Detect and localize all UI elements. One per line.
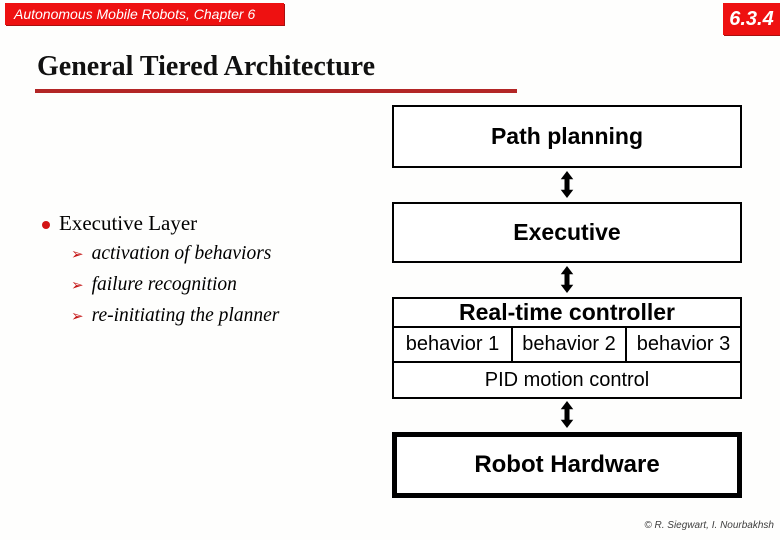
behavior-cell: behavior 1 [405, 333, 500, 355]
arrowhead-bullet-icon: ➢ [71, 245, 84, 263]
bullet-heading-text: Executive Layer [59, 211, 198, 235]
sub-bullet-activation: ➢ activation of behaviors [71, 243, 271, 265]
arrowhead-bullet-icon: ➢ [71, 307, 84, 325]
section-number-text: 6.3.4 [729, 8, 774, 30]
chapter-banner-text: Autonomous Mobile Robots, Chapter 6 [14, 6, 256, 22]
behavior-cell: behavior 2 [511, 328, 625, 361]
section-number-badge: 6.3.4 [723, 3, 780, 35]
sub-bullet-reinitiating: ➢ re-initiating the planner [71, 305, 279, 327]
footer-credit: © R. Siegwart, I. Nourbakhsh [644, 520, 774, 531]
bullet-executive-layer: Executive Layer [42, 211, 197, 236]
pid-motion-control-row: PID motion control [484, 368, 650, 391]
robot-hardware-label: Robot Hardware [474, 451, 660, 478]
vertical-double-arrow-icon [560, 171, 574, 198]
behavior-cell: behavior 3 [625, 328, 740, 361]
executive-box: Executive [392, 202, 742, 263]
bullet-dot-icon [42, 220, 50, 229]
realtime-controller-label: Real-time controller [394, 299, 740, 328]
vertical-double-arrow-icon [560, 266, 574, 293]
chapter-banner: Autonomous Mobile Robots, Chapter 6 [5, 3, 284, 25]
sub-bullet-text: activation of behaviors [91, 243, 272, 264]
realtime-controller-box: Real-time controller behavior 1 behavior… [392, 297, 742, 399]
vertical-double-arrow-icon [560, 401, 574, 428]
sub-bullet-text: re-initiating the planner [91, 305, 280, 326]
executive-label: Executive [513, 219, 621, 245]
path-planning-label: Path planning [490, 123, 644, 149]
robot-hardware-box: Robot Hardware [392, 432, 742, 498]
sub-bullet-text: failure recognition [91, 274, 237, 295]
behavior-row: behavior 1 behavior 2 behavior 3 [394, 328, 740, 363]
title-underline [35, 89, 517, 93]
arrowhead-bullet-icon: ➢ [71, 276, 84, 294]
sub-bullet-failure: ➢ failure recognition [71, 274, 237, 296]
slide-title: General Tiered Architecture [37, 51, 376, 82]
path-planning-box: Path planning [392, 105, 742, 168]
